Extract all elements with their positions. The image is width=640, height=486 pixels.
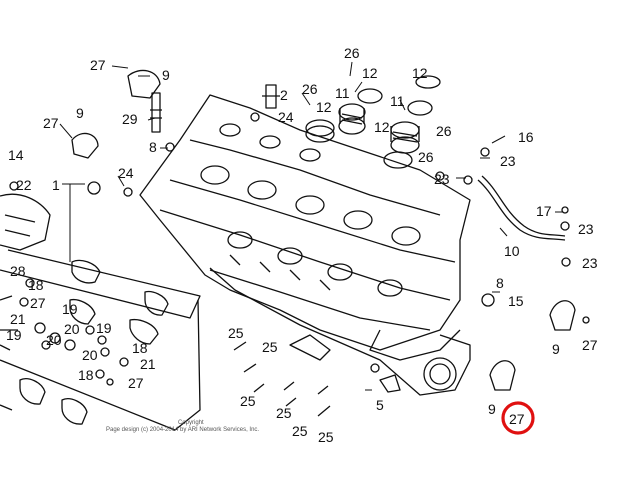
callout-10: 10 xyxy=(504,243,520,259)
callout-23: 23 xyxy=(434,171,450,187)
callout-25: 25 xyxy=(292,423,308,439)
callout-19: 19 xyxy=(96,320,112,336)
callout-18: 18 xyxy=(132,340,148,356)
callout-12: 12 xyxy=(316,99,332,115)
callout-21: 21 xyxy=(10,311,26,327)
callout-25: 25 xyxy=(262,339,278,355)
callout-11: 11 xyxy=(390,93,405,109)
callout-9: 9 xyxy=(76,105,84,121)
highlight-ring xyxy=(501,401,535,435)
callout-25: 25 xyxy=(276,405,292,421)
callout-24: 24 xyxy=(118,165,134,181)
callout-12: 12 xyxy=(374,119,390,135)
callout-12: 12 xyxy=(412,65,428,81)
callout-15: 15 xyxy=(508,293,524,309)
copyright-line-1: Copyright xyxy=(178,420,204,426)
spark-plugs xyxy=(150,84,280,133)
callout-23: 23 xyxy=(582,255,598,271)
callout-8: 8 xyxy=(496,275,504,291)
cylinder-head xyxy=(139,94,471,361)
callout-26: 26 xyxy=(302,81,318,97)
valve-springs xyxy=(305,75,441,169)
callout-25: 25 xyxy=(228,325,244,341)
callout-12: 12 xyxy=(362,65,378,81)
callout-26: 26 xyxy=(436,123,452,139)
callout-26: 26 xyxy=(344,45,360,61)
callout-27: 27 xyxy=(30,295,46,311)
callout-27: 27 xyxy=(582,337,598,353)
callout-5: 5 xyxy=(376,397,384,413)
dowel-pins xyxy=(233,341,331,417)
callout-9: 9 xyxy=(488,401,496,417)
callout-labels: 27 9 29 8 27 9 14 22 1 24 2 24 26 12 26 … xyxy=(6,45,598,445)
callout-8: 8 xyxy=(149,139,157,155)
callout-21: 21 xyxy=(140,356,156,372)
callout-17: 17 xyxy=(536,203,552,219)
callout-20: 20 xyxy=(64,321,80,337)
callout-23: 23 xyxy=(500,153,516,169)
callout-25: 25 xyxy=(240,393,256,409)
bolts-and-washers xyxy=(9,112,590,386)
callout-29: 29 xyxy=(122,111,138,127)
camshaft-holder-panel xyxy=(0,249,201,431)
callout-24: 24 xyxy=(278,109,294,125)
callout-1: 1 xyxy=(52,177,60,193)
callout-22: 22 xyxy=(16,177,32,193)
copyright-line-2: Page design (c) 2004-2014 by ARI Network… xyxy=(106,427,259,433)
callout-18: 18 xyxy=(78,367,94,383)
oil-pipe xyxy=(463,147,571,267)
callout-18: 18 xyxy=(28,277,44,293)
head-gasket xyxy=(209,267,471,396)
callout-16: 16 xyxy=(518,129,534,145)
callout-20: 20 xyxy=(46,332,62,348)
callout-27: 27 xyxy=(90,57,106,73)
callout-19: 19 xyxy=(62,301,78,317)
callout-27: 27 xyxy=(128,375,144,391)
callout-26: 26 xyxy=(418,149,434,165)
leader-lines xyxy=(59,61,563,391)
callout-19: 19 xyxy=(6,327,22,343)
callout-25: 25 xyxy=(318,429,334,445)
callout-14: 14 xyxy=(8,147,24,163)
callout-23: 23 xyxy=(578,221,594,237)
callout-9: 9 xyxy=(162,67,170,83)
callout-2: 2 xyxy=(280,87,288,103)
callout-27: 27 xyxy=(43,115,59,131)
callout-20: 20 xyxy=(82,347,98,363)
callout-28: 28 xyxy=(10,263,26,279)
left-cover-piece xyxy=(0,193,51,251)
callout-27-highlighted: 27 xyxy=(509,411,525,427)
callout-9: 9 xyxy=(552,341,560,357)
callout-11: 11 xyxy=(335,85,350,101)
